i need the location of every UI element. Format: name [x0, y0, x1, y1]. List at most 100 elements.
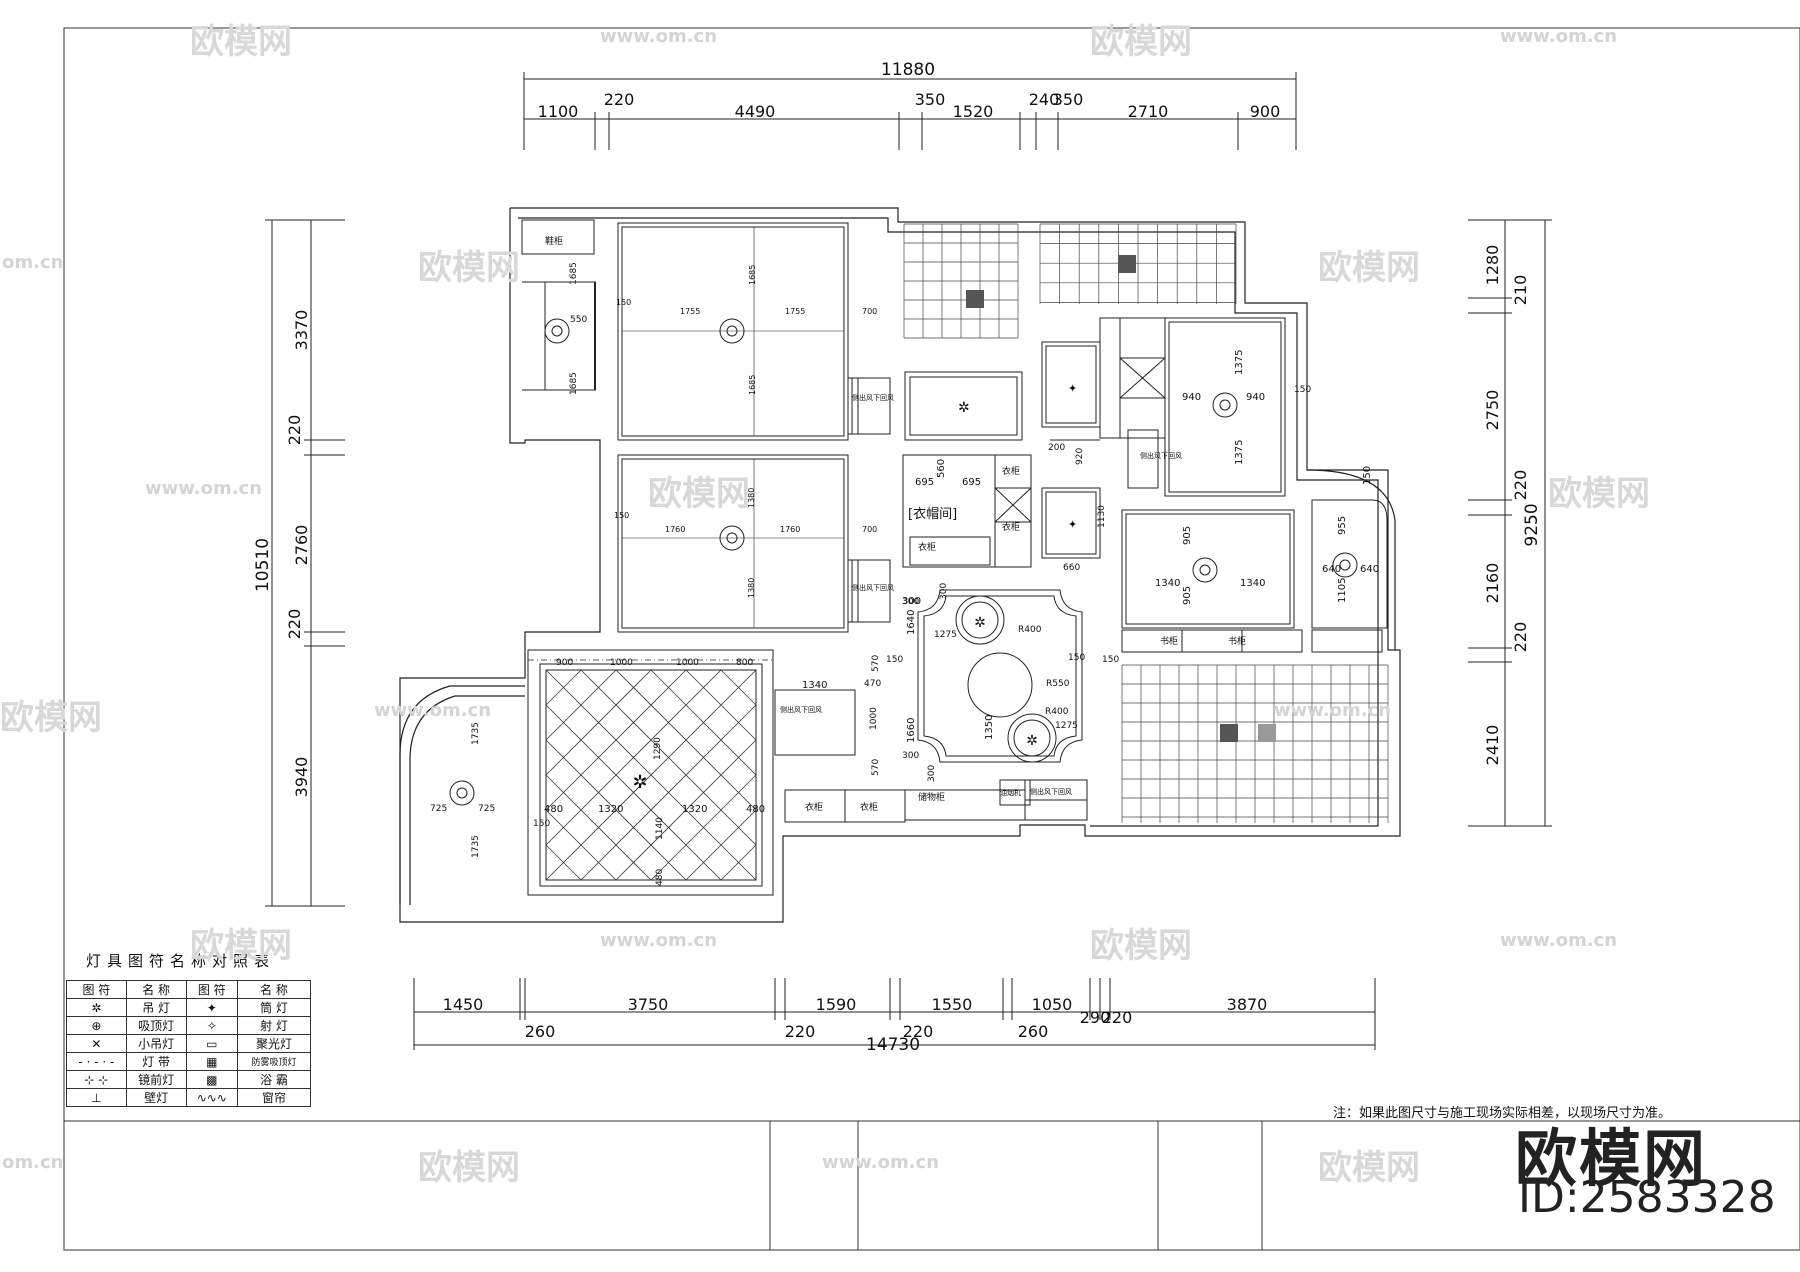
dim-right-seg: 2410	[1483, 725, 1502, 766]
room-label: 书柜	[1228, 635, 1246, 647]
dim-label: 905	[1182, 526, 1193, 545]
dim-bottom-seg: 220	[1102, 1008, 1133, 1027]
dim-label: 1760	[665, 525, 685, 534]
dim-bottom-seg: 3870	[1227, 995, 1268, 1014]
dim-label: 660	[1063, 563, 1080, 573]
dim-label: 300	[939, 583, 949, 600]
dim-left-seg: 3940	[292, 757, 311, 798]
dim-top-seg: 2710	[1128, 102, 1169, 121]
room-label: [衣帽间]	[908, 506, 957, 522]
ceiling-lattice-line	[685, 669, 757, 741]
hood	[999, 779, 1031, 806]
wall-lamp-icon: ⊥	[91, 1090, 102, 1105]
dim-bottom-seg: 3750	[628, 995, 669, 1014]
room-label: 侧出风下回风	[852, 583, 894, 592]
dim-top-seg: 900	[1250, 102, 1281, 121]
watermark-url: www.om.cn	[145, 478, 263, 499]
dim-label: 700	[862, 307, 877, 316]
watermark-url: www.om.cn	[1500, 26, 1618, 47]
dim-bottom-seg: 220	[903, 1022, 934, 1041]
dim-label: 1735	[471, 722, 481, 745]
dim-label: 480	[746, 804, 765, 815]
room-label: 侧出风下回风	[1030, 787, 1072, 796]
dim-label: 1685	[569, 372, 579, 395]
legend-name: 吊 灯	[125, 998, 187, 1017]
ceiling-lamp-icon: ⊕	[91, 1018, 102, 1033]
floor-drain	[1258, 724, 1276, 742]
dim-label: 1320	[598, 804, 623, 815]
dim-label: 1755	[680, 307, 700, 316]
dim-label: 150	[886, 655, 903, 665]
dimension-top	[523, 72, 1297, 150]
dim-top-seg: 1520	[953, 102, 994, 121]
dim-right-seg: 220	[1511, 470, 1530, 501]
legend-header: 图 符	[185, 980, 238, 999]
bedroom-2	[617, 454, 891, 633]
dim-left-seg: 2760	[292, 525, 311, 566]
dim-label: 1685	[748, 265, 757, 285]
dim-label: R550	[1046, 679, 1070, 689]
room-label: 衣柜	[860, 801, 878, 813]
dim-label: 150	[1294, 385, 1311, 395]
dim-label: R400	[1045, 707, 1069, 717]
ceiling-lattice-line	[720, 844, 757, 881]
ceiling-lattice-line	[650, 774, 757, 881]
bedroom-1	[617, 222, 891, 441]
dim-label: 1140	[655, 817, 665, 840]
drawing-note: 注：如果此图尺寸与施工现场实际相差，以现场尺寸为准。	[1333, 1106, 1672, 1121]
room-label: 侧出风下回风	[780, 705, 822, 714]
dim-top-total: 11880	[881, 60, 935, 80]
dim-label: 1340	[802, 680, 827, 691]
bathroom-tiles-right	[1039, 223, 1237, 304]
dim-label: 1000	[610, 658, 633, 668]
kitchen-counter	[1041, 317, 1121, 559]
walk-in-closet	[902, 454, 1032, 568]
ceiling-lattice-line	[580, 669, 757, 846]
lamp-icon: ✦	[1068, 518, 1077, 531]
lamp-icon: ✦	[1068, 382, 1077, 395]
dim-label: 1375	[1234, 350, 1245, 375]
watermark-url: www.om.cn	[600, 26, 718, 47]
small-pendant-icon: ✕	[91, 1036, 102, 1051]
watermark-url: www.om.cn	[1500, 930, 1618, 951]
brand-logo: 欧模网	[1515, 1122, 1708, 1195]
dimension-right	[1468, 219, 1552, 827]
dim-label: 150	[614, 511, 629, 520]
dim-label: 955	[1337, 516, 1348, 535]
watermark-logo: 欧模网	[190, 22, 292, 62]
dim-label: 800	[736, 658, 753, 668]
legend-row: ⊹ ⊹ 镜前灯 ▩ 浴 霸	[66, 1070, 312, 1089]
dim-top-seg: 350	[915, 90, 946, 109]
watermark-url: www.om.cn	[1274, 700, 1392, 721]
dim-label: 1105	[1337, 578, 1348, 603]
legend-name: 吸顶灯	[125, 1016, 187, 1035]
legend-row: ✲ 吊 灯 ✦ 筒 灯	[66, 998, 312, 1017]
dim-label: 725	[430, 804, 447, 814]
room-label: 侧出风下回风	[852, 393, 894, 402]
dim-label: 695	[915, 477, 934, 488]
room-label: 鞋柜	[545, 235, 563, 247]
legend-name: 镜前灯	[125, 1070, 187, 1089]
dim-label: 570	[871, 655, 881, 672]
bath-lamp-icon: ✲	[958, 400, 970, 416]
fog-ceiling-lamp-icon: ▦	[206, 1054, 218, 1069]
dim-left-seg: 220	[285, 415, 304, 446]
ceiling-lattice-line	[720, 669, 757, 706]
dim-label: 570	[871, 759, 881, 776]
downlight-icon: ✦	[206, 1000, 217, 1015]
dim-label: 1340	[1155, 578, 1180, 589]
floor-drain	[1220, 724, 1238, 742]
room-label: 储物柜	[918, 791, 945, 803]
legend-name: 射 灯	[236, 1016, 312, 1035]
focus-light-icon: ▭	[206, 1036, 218, 1051]
watermark-url: om.cn	[2, 252, 64, 273]
dining-ceiling	[774, 589, 1088, 821]
dim-label: 640	[1360, 564, 1379, 575]
room-label: 衣柜	[918, 541, 936, 553]
watermark-logo: 欧模网	[1090, 22, 1192, 62]
watermark-logo: 欧模网	[190, 926, 292, 966]
dim-label: 300	[902, 597, 919, 607]
dim-label: 550	[570, 315, 587, 325]
dim-label: 940	[1246, 392, 1265, 403]
dim-label: 905	[1182, 586, 1193, 605]
